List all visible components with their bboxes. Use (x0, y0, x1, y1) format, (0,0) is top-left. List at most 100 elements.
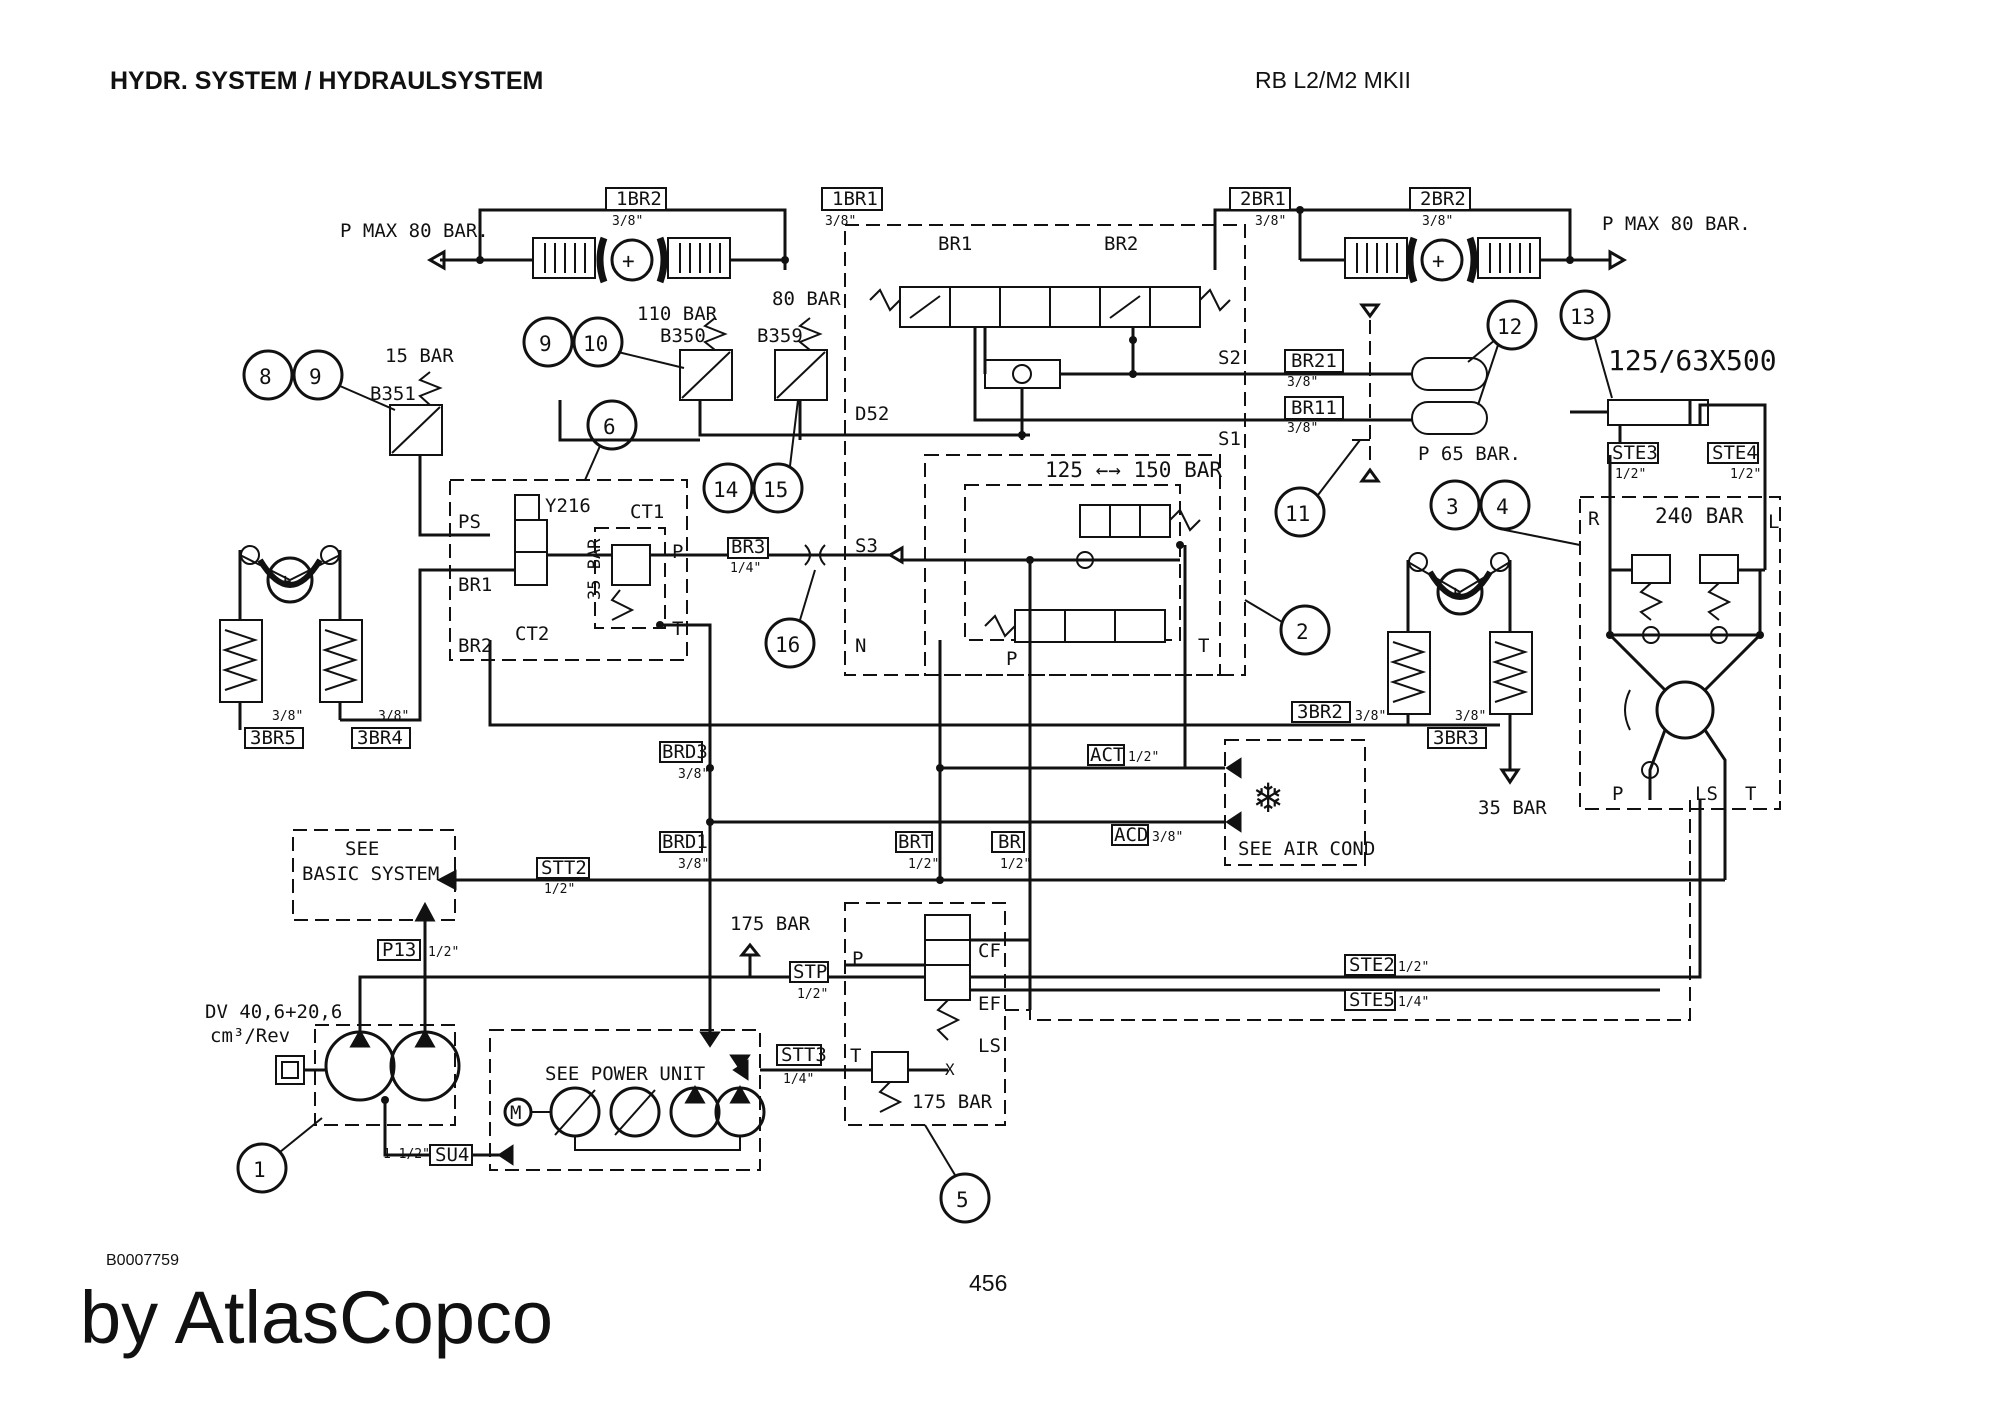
y216-label: Y216 (545, 495, 591, 517)
port-br3-label: BR3 (731, 536, 765, 558)
right-brake-circuit: + (1213, 206, 1628, 284)
port-2br1 (1229, 187, 1291, 211)
port-2br2 (1409, 187, 1471, 211)
port-br11-label: BR11 (1291, 397, 1337, 419)
ps-port-label: PS (458, 511, 481, 533)
size-label: 3/8" (825, 214, 856, 229)
priority-relief-label: 175 BAR (912, 1091, 993, 1113)
port-3br3-label: 3BR3 (1433, 727, 1479, 749)
cylinder-size-label: 125/63X500 (1608, 344, 1777, 377)
priority-ls-label: LS (978, 1035, 1001, 1057)
port-2br2-label: 2BR2 (1420, 188, 1466, 210)
svg-text:+: + (622, 249, 635, 273)
accumulator-lower (1411, 401, 1488, 435)
port-ste4-label: STE4 (1712, 442, 1758, 464)
port-1br2 (605, 187, 667, 211)
check-valve-ct1 (611, 544, 651, 586)
callout-3: 3 (1446, 495, 1459, 519)
pump-unit-label: cm³/Rev (210, 1025, 290, 1047)
port-br3 (727, 537, 769, 559)
size-label: 1/2" (1000, 857, 1031, 872)
page-number: 456 (969, 1270, 1008, 1296)
port-br (991, 831, 1025, 853)
accumulator-pressure-label: P 65 BAR. (1418, 443, 1521, 465)
size-label: 3/8" (272, 709, 303, 724)
callout-16: 16 (775, 633, 800, 657)
size-label: 1 1/2" (383, 1147, 430, 1162)
port-su4-label: SU4 (435, 1144, 469, 1166)
left-brake-circuit: + (426, 208, 789, 284)
port-acd (1111, 824, 1149, 846)
port-stt3 (776, 1044, 822, 1066)
snowflake-icon: ❄ (1255, 772, 1282, 823)
port-3br4-label: 3BR4 (357, 727, 403, 749)
callout-13: 13 (1570, 305, 1595, 329)
main-p-port: P (1006, 648, 1017, 670)
port-ste2 (1344, 954, 1396, 976)
size-label: 1/2" (1128, 750, 1159, 765)
pump-block (314, 1024, 456, 1126)
size-label: 1/2" (908, 857, 939, 872)
port-stt2 (536, 857, 590, 879)
orbit-motor (1655, 680, 1715, 740)
port-p13-label: P13 (382, 939, 416, 961)
callout-10: 10 (583, 332, 608, 356)
size-label: 3/8" (612, 214, 643, 229)
size-label: 3/8" (1255, 214, 1286, 229)
size-label: 3/8" (1152, 830, 1183, 845)
callout-14: 14 (713, 478, 738, 502)
basic-see-label: SEE (345, 838, 379, 860)
size-label: 1/2" (428, 945, 459, 960)
flow-control-spool (1014, 609, 1166, 643)
size-label: 3/8" (678, 767, 709, 782)
brake-valve-block (844, 224, 1246, 676)
d52-label: D52 (855, 403, 889, 425)
size-label: 3/8" (678, 857, 709, 872)
port-3br5-label: 3BR5 (250, 727, 296, 749)
port-3br5 (244, 727, 304, 749)
b359-label: B359 (757, 325, 803, 347)
accumulator-upper (1411, 357, 1488, 391)
svg-text:X: X (945, 1060, 955, 1079)
br2-port-label: BR2 (458, 635, 492, 657)
brake-spool-left (899, 286, 1051, 328)
stp-relief-label: 175 BAR (730, 913, 811, 935)
priority-t-label: T (850, 1045, 861, 1067)
size-label: 1/4" (730, 561, 761, 576)
callout-1: 1 (253, 1158, 266, 1182)
size-label: 3/8" (1455, 709, 1486, 724)
motor-ls-port: LS (1695, 783, 1718, 805)
port-1br2-label: 1BR2 (616, 188, 662, 210)
port-3br4 (351, 727, 411, 749)
b351-label: B351 (370, 383, 416, 405)
motor-t-port: T (1745, 783, 1756, 805)
s2-label: S2 (1218, 347, 1241, 369)
port-brd3-label: BRD3 (662, 741, 708, 763)
port-2br1-label: 2BR1 (1240, 188, 1286, 210)
page-title: HYDR. SYSTEM / HYDRAULSYSTEM (110, 67, 544, 95)
left-slew-cylinders: + (219, 545, 490, 730)
s1-label: S1 (1218, 428, 1241, 450)
b350-label: B350 (660, 325, 706, 347)
cf-port-label: CF (978, 940, 1001, 962)
port-act-label: ACT (1090, 744, 1124, 766)
port-su4 (429, 1144, 473, 1166)
pressure-switch-spool (1079, 504, 1171, 538)
port-p13 (377, 939, 421, 961)
s3-label: S3 (855, 535, 878, 557)
size-label: 1/4" (1398, 995, 1429, 1010)
port-ste4 (1707, 442, 1759, 464)
port-acd-label: ACD (1114, 824, 1148, 846)
callout-5: 5 (956, 1188, 969, 1212)
port-3br2 (1291, 701, 1351, 723)
power-unit-label: SEE POWER UNIT (545, 1063, 705, 1085)
port-ste3-label: STE3 (1612, 442, 1658, 464)
n-label: N (855, 635, 866, 657)
port-1br1 (821, 187, 883, 211)
pressure-label-right: P MAX 80 BAR. (1602, 213, 1751, 235)
ef-port-label: EF (978, 993, 1001, 1015)
ct2-label: CT2 (515, 623, 549, 645)
l-port-label: L (1768, 511, 1779, 533)
ct2-pressure-label: 35 BAR (585, 538, 605, 600)
